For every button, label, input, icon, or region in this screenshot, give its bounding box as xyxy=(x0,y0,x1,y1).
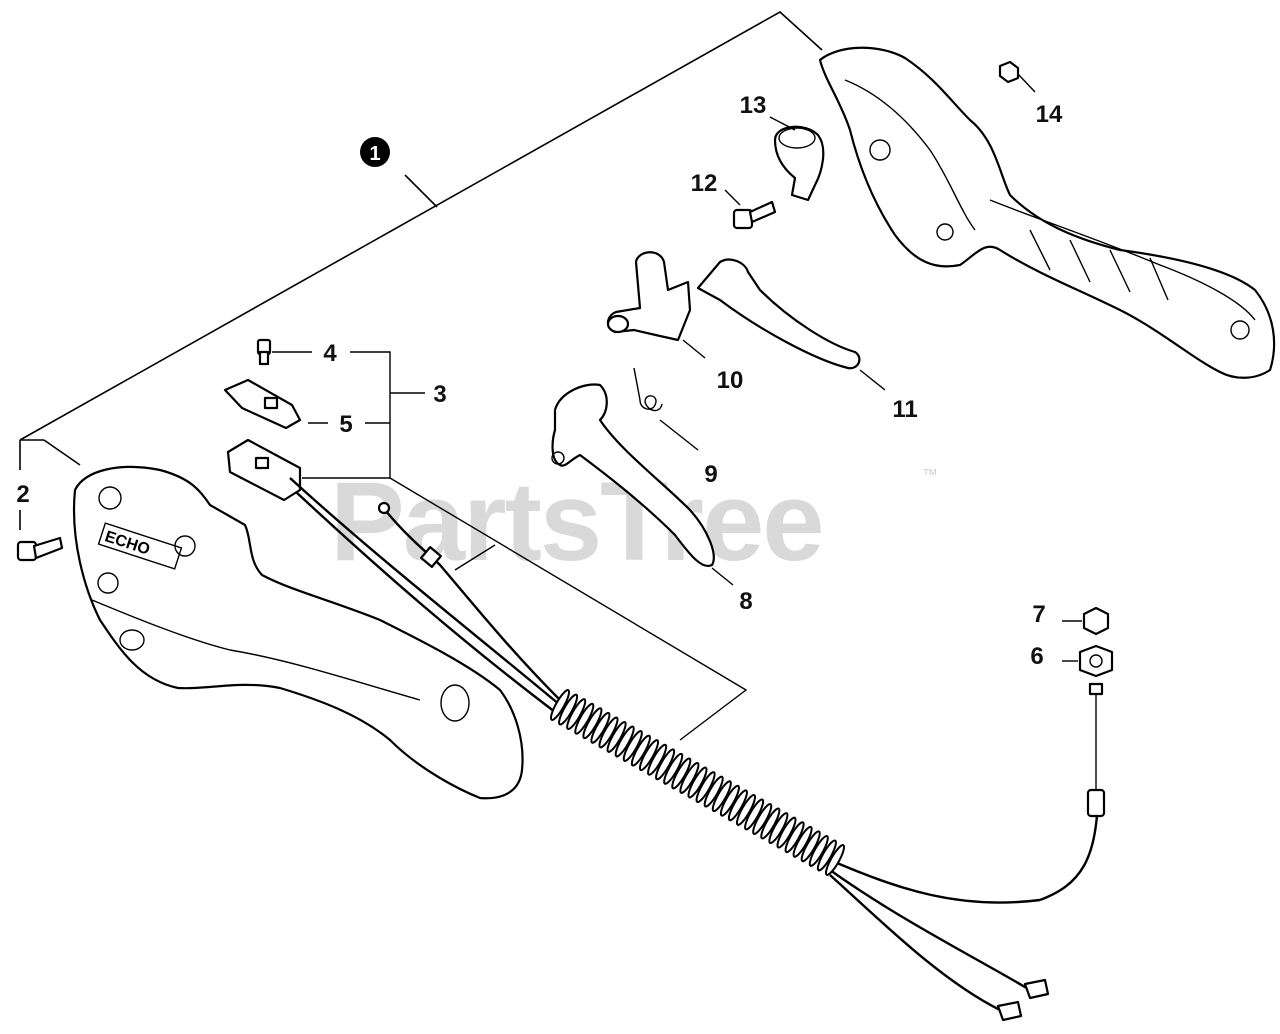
coil-ring xyxy=(647,743,668,776)
clamp-13 xyxy=(773,125,825,202)
coil-ring xyxy=(768,812,789,845)
coil-ring xyxy=(808,834,829,867)
nut-14 xyxy=(998,60,1020,84)
watermark-text: PartsTree xyxy=(330,459,823,584)
coil-ring xyxy=(744,798,765,831)
coil-ring xyxy=(606,720,627,753)
throttle-trigger-8 xyxy=(551,383,715,568)
coil-ring xyxy=(752,803,773,835)
callout-1: 1 xyxy=(360,137,390,167)
nut-6 xyxy=(1078,644,1114,678)
lever-10 xyxy=(606,251,692,342)
switch-unit xyxy=(226,438,302,502)
coil-ring xyxy=(711,780,732,813)
coil-ring xyxy=(695,771,716,804)
coil-ring xyxy=(582,707,603,740)
nut-7 xyxy=(1082,606,1110,636)
coil-ring xyxy=(663,752,684,785)
callout-11: 11 xyxy=(892,396,917,423)
screw-12 xyxy=(732,200,777,230)
coil-ring xyxy=(784,821,805,854)
coil-ring xyxy=(638,739,660,772)
watermark-trademark: ™ xyxy=(922,467,938,484)
coil-ring xyxy=(622,730,643,762)
coil-ring xyxy=(614,725,635,758)
coil-ring xyxy=(549,689,571,721)
lever-11 xyxy=(696,258,861,370)
callout-2: 2 xyxy=(16,481,29,508)
callout-8: 8 xyxy=(739,588,752,615)
coil-ring xyxy=(824,844,846,876)
coil-ring xyxy=(719,784,740,817)
callout-5: 5 xyxy=(339,411,352,438)
leader-lines xyxy=(272,73,1082,741)
callout-13: 13 xyxy=(740,92,767,119)
coil-ring xyxy=(679,761,700,794)
coil-ring xyxy=(655,748,676,781)
coil-ring xyxy=(800,830,821,863)
callout-3: 3 xyxy=(433,381,446,408)
spring-9 xyxy=(633,367,663,412)
callout-10: 10 xyxy=(717,367,744,394)
watermark: PartsTree ™ xyxy=(330,459,938,584)
coil-ring xyxy=(760,807,781,840)
callout-14: 14 xyxy=(1036,101,1063,128)
callout-6: 6 xyxy=(1030,643,1043,670)
switch-cover-5 xyxy=(223,378,302,430)
coil-ring xyxy=(792,825,813,858)
coil-ring xyxy=(574,702,595,735)
coil-ring xyxy=(816,839,837,872)
switch-screw-4 xyxy=(256,338,272,366)
coil-ring xyxy=(735,793,757,826)
right-handle-housing xyxy=(818,46,1276,379)
assembly-bracket xyxy=(19,11,823,530)
coil-ring xyxy=(630,734,651,767)
coil-ring xyxy=(703,775,724,808)
screw-2 xyxy=(16,536,64,562)
coil-ring xyxy=(566,698,587,731)
callout-7: 7 xyxy=(1032,601,1045,628)
coil-ring xyxy=(776,816,797,849)
wire-harness xyxy=(289,477,1106,1022)
left-handle-housing: ECHO xyxy=(72,465,524,800)
coil-ring xyxy=(598,716,619,749)
coil-ring xyxy=(687,766,708,799)
coil-ring xyxy=(671,757,692,790)
callout-4: 4 xyxy=(323,340,337,367)
coiled-cable xyxy=(549,689,846,876)
callout-9: 9 xyxy=(704,461,717,488)
coil-ring xyxy=(558,693,579,726)
callout-12: 12 xyxy=(691,170,718,197)
coil-ring xyxy=(590,711,611,744)
callout-1-label: 1 xyxy=(369,143,380,165)
coil-ring xyxy=(727,789,748,822)
